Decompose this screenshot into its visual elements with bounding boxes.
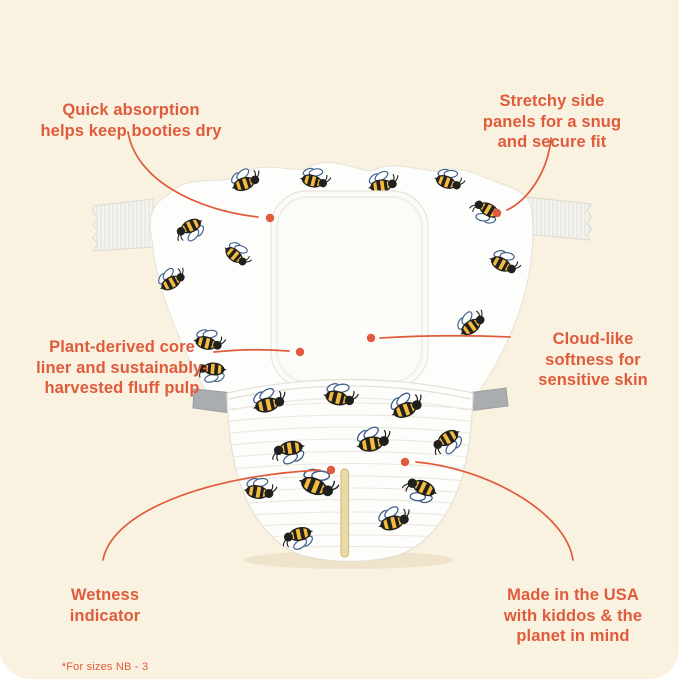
callout-stretchy-side-panels: Stretchy side panels for a snug and secu… — [444, 71, 660, 173]
callout-cloud-like-softness: Cloud-like softness for sensitive skin — [512, 309, 674, 411]
elastic-tab-left — [91, 198, 155, 252]
callout-text: Cloud-like softness for sensitive skin — [538, 330, 648, 390]
wetness-indicator-stripe — [340, 468, 350, 558]
connector-line-cloud-softness — [379, 334, 511, 339]
callout-footnote: *For sizes NB - 3 — [61, 660, 149, 673]
connector-line-stretchy-panels — [506, 137, 552, 211]
absorbent-pad — [270, 190, 429, 389]
closed-diaper — [226, 378, 474, 563]
ruffle-texture — [227, 402, 473, 551]
callout-text: Stretchy side panels for a snug and secu… — [482, 92, 622, 152]
callout-wetness-indicator: Wetness indicator *For sizes NB - 3 — [40, 565, 170, 679]
callout-connectors — [102, 131, 574, 561]
connector-line-made-in-usa — [415, 461, 574, 561]
connector-dot-wetness-indicator — [326, 465, 336, 475]
connector-line-quick-absorption — [127, 131, 259, 218]
callout-quick-absorption: Quick absorption helps keep booties dry — [18, 80, 244, 162]
connector-dot-plant-core — [295, 347, 305, 357]
elastic-tab-right — [525, 196, 593, 241]
connector-dot-made-in-usa — [400, 457, 410, 467]
connector-dot-cloud-softness — [366, 333, 376, 343]
connector-dot-stretchy-panels — [492, 208, 502, 218]
callout-text: Made in the USA with kiddos & the planet… — [503, 586, 643, 646]
callout-text: Wetness indicator — [69, 586, 141, 625]
connector-line-plant-core — [213, 348, 290, 353]
callout-plant-derived-core: Plant-derived core liner and sustainably… — [10, 317, 234, 419]
callout-text: Plant-derived core liner and sustainably… — [36, 338, 208, 398]
callout-text: Quick absorption helps keep booties dry — [40, 101, 222, 140]
connector-dot-quick-absorption — [265, 213, 275, 223]
callout-made-in-usa: Made in the USA with kiddos & the planet… — [477, 565, 669, 667]
connector-line-wetness-indicator — [102, 469, 321, 561]
